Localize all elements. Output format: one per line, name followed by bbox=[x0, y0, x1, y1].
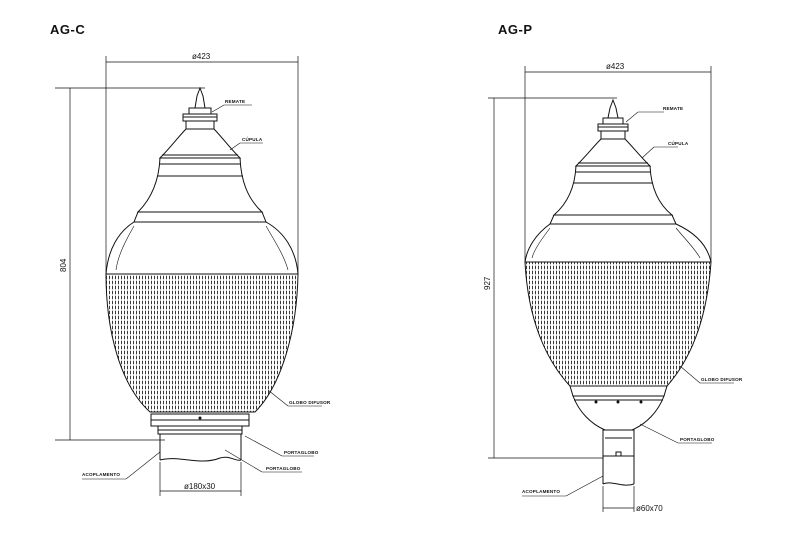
dim-height-agp: 927 bbox=[483, 276, 492, 290]
globe-holder-agp bbox=[569, 385, 668, 397]
callout-portaglobo-lower-agc: PORTAGLOBO bbox=[266, 466, 301, 471]
dome-agc bbox=[158, 128, 242, 159]
callout-acoplamiento-agc: ACOPLAMENTO bbox=[82, 472, 120, 477]
callout-globo-difusor-agp: GLOBO DIFUSOR bbox=[701, 377, 743, 382]
callout-acoplamiento-agp: ACOPLAMENTO bbox=[522, 489, 560, 494]
callouts-agc bbox=[82, 104, 322, 480]
drawing-title-agp: AG-P bbox=[498, 22, 533, 37]
callout-globo-difusor-agc: GLOBO DIFUSOR bbox=[289, 400, 331, 405]
dome-agp bbox=[574, 138, 652, 167]
callout-cupula-agp: CÚPULA bbox=[668, 140, 689, 146]
lamp-agp bbox=[524, 98, 712, 486]
callout-remate-agc: REMATE bbox=[225, 99, 245, 104]
dim-top-agp: ø423 bbox=[606, 62, 625, 71]
finial-agp bbox=[607, 98, 619, 119]
drawing-title-agc: AG-C bbox=[50, 22, 86, 37]
dim-height-agc: 804 bbox=[59, 258, 68, 272]
callout-remate-agp: REMATE bbox=[663, 106, 683, 111]
callout-cupula-agc: CÚPULA bbox=[242, 136, 263, 142]
dim-base-agp: ø60x70 bbox=[636, 504, 663, 513]
dimensions-agc bbox=[55, 56, 299, 496]
finial-agc bbox=[194, 86, 206, 109]
callout-portaglobo-upper-agc: PORTAGLOBO bbox=[284, 450, 319, 455]
lamp-agc bbox=[105, 86, 299, 462]
callout-portaglobo-agp: PORTAGLOBO bbox=[680, 437, 715, 442]
dimensions-agp bbox=[488, 66, 712, 512]
callouts-agp bbox=[522, 111, 734, 497]
dim-base-agc: ø180x30 bbox=[184, 482, 216, 491]
dim-top-agc: ø423 bbox=[192, 52, 211, 61]
